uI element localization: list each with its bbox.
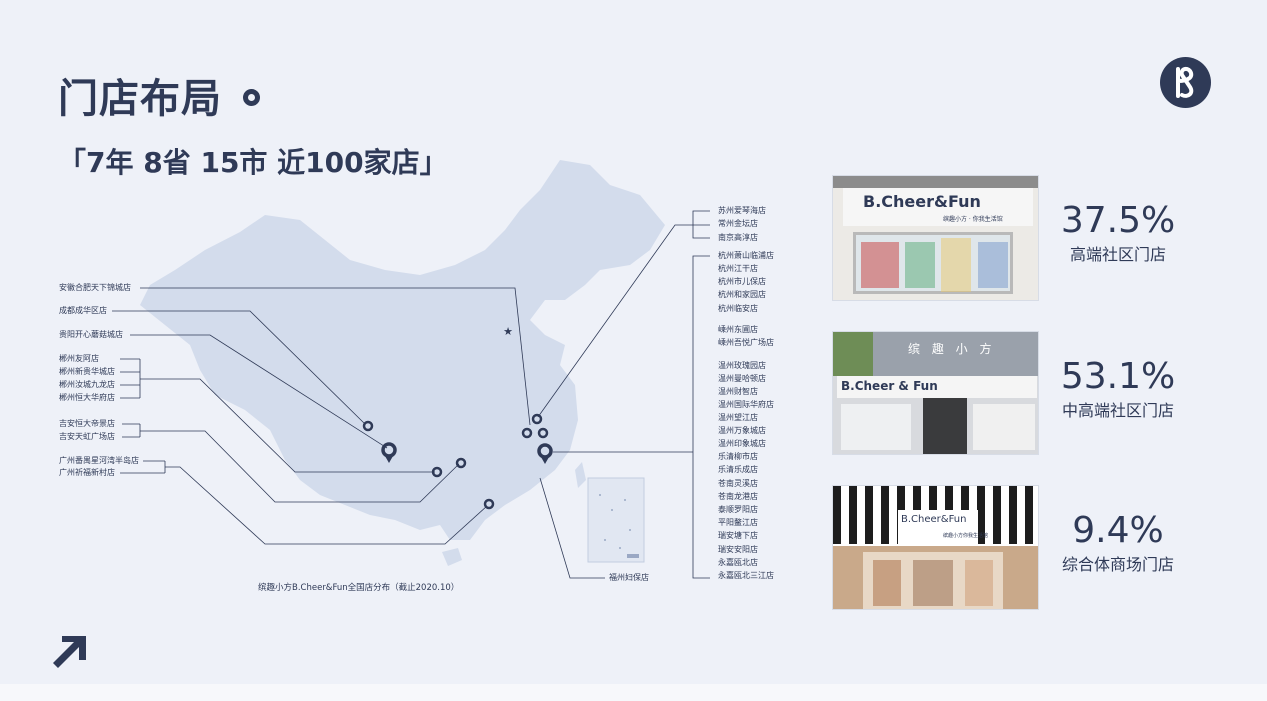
store-label: 温州印象城店 <box>718 439 766 448</box>
store-label: 嵊州吾悦广场店 <box>718 338 774 347</box>
store-label: 杭州萧山临浦店 <box>718 251 774 260</box>
store-label: 温州玫瑰园店 <box>718 361 766 370</box>
south-sea-inset <box>587 477 645 563</box>
map-pin-icon <box>455 457 467 469</box>
stat-percent: 9.4% <box>1072 510 1164 551</box>
stat-label: 高端社区门店 <box>1069 245 1166 264</box>
stat-mall: 9.4% 综合体商场门店 <box>1038 511 1198 575</box>
store-label: 广州祈福新村店 <box>59 468 115 477</box>
store-label: 常州金坛店 <box>718 219 758 228</box>
store-sign-sub: 缤趣小方 · 你我生活馆 <box>943 216 1003 223</box>
arrow-up-right-icon <box>53 636 86 668</box>
store-label: 乐清柳市店 <box>718 452 758 461</box>
b-logo-icon <box>1160 57 1211 108</box>
inset-store-label: 福州妇保店 <box>609 573 649 582</box>
store-sign: B.Cheer&Fun <box>863 192 981 211</box>
store-sign: B.Cheer & Fun <box>841 379 938 393</box>
store-label: 嵊州东圃店 <box>718 325 758 334</box>
stat-percent: 53.1% <box>1060 356 1176 397</box>
store-label: 瑞安安阳店 <box>718 545 758 554</box>
stat-percent: 37.5% <box>1060 200 1176 241</box>
store-label: 温州国际华府店 <box>718 400 774 409</box>
store-label: 泰顺罗阳店 <box>718 505 758 514</box>
store-label: 瑞安塘下店 <box>718 531 758 540</box>
store-label: 永嘉瓯北店 <box>718 558 758 567</box>
china-mainland-shape <box>140 160 665 540</box>
store-label: 郴州友阿店 <box>59 354 99 363</box>
store-label: 郴州汝城九龙店 <box>59 380 115 389</box>
store-label: 广州番禺星河湾半岛店 <box>59 456 139 465</box>
store-label: 苏州爱琴海店 <box>718 206 766 215</box>
map-pin-icon <box>483 498 495 510</box>
store-label: 杭州市儿保店 <box>718 277 766 286</box>
store-sign-top: 缤 趣 小 方 <box>908 342 996 356</box>
map-caption: 缤趣小方B.Cheer&Fun全国店分布（截止2020.10） <box>258 583 460 593</box>
store-label: 苍南龙港店 <box>718 492 758 501</box>
hainan-shape <box>442 548 462 566</box>
store-label: 温州财智店 <box>718 387 758 396</box>
map-pin-icon <box>537 427 549 439</box>
store-photo-3: B.Cheer&Fun 缤趣小方你我生活馆 <box>832 485 1039 610</box>
store-label: 南京高淳店 <box>718 233 758 242</box>
store-label: 永嘉瓯北三江店 <box>718 571 774 580</box>
stat-label: 中高端社区门店 <box>1061 401 1174 420</box>
page-title: 门店布局 <box>58 76 222 122</box>
store-sign-sub: 缤趣小方你我生活馆 <box>943 533 989 539</box>
store-label: 吉安天虹广场店 <box>59 432 115 441</box>
store-label: 苍南灵溪店 <box>718 479 758 488</box>
taiwan-shape <box>575 462 586 488</box>
store-label: 安徽合肥天下锦城店 <box>59 283 131 292</box>
map-pin-icon <box>362 420 374 432</box>
stat-high-end: 37.5% 高端社区门店 <box>1038 201 1198 265</box>
store-label: 温州望江店 <box>718 413 758 422</box>
store-label: 杭州和家园店 <box>718 290 766 299</box>
store-label: 温州曼哈顿店 <box>718 374 766 383</box>
store-photo-2: 缤 趣 小 方 B.Cheer & Fun <box>832 331 1039 455</box>
stat-mid-high-end: 53.1% 中高端社区门店 <box>1038 357 1198 421</box>
map-pin-icon <box>531 413 543 425</box>
store-label: 杭州临安店 <box>718 304 758 313</box>
store-label: 平阳鳌江店 <box>718 518 758 527</box>
map-pin-icon <box>521 427 533 439</box>
page-subtitle: 「7年 8省 15市 近100家店」 <box>58 146 448 179</box>
store-label: 郴州恒大华府店 <box>59 393 115 402</box>
bottom-strip <box>0 684 1267 701</box>
store-label: 贵阳开心蘑菇城店 <box>59 330 123 339</box>
store-label: 吉安恒大帝景店 <box>59 419 115 428</box>
star-icon: ★ <box>503 325 513 338</box>
store-label: 郴州新贵华城店 <box>59 367 115 376</box>
store-sign: B.Cheer&Fun <box>901 514 967 525</box>
store-label: 成都成华区店 <box>59 306 107 315</box>
store-label: 温州万象城店 <box>718 426 766 435</box>
store-label: 杭州江干店 <box>718 264 758 273</box>
stat-label: 综合体商场门店 <box>1061 555 1174 574</box>
china-map: ★ <box>112 160 710 579</box>
title-dot-icon <box>243 89 260 106</box>
store-photo-1: B.Cheer&Fun 缤趣小方 · 你我生活馆 <box>832 175 1039 301</box>
store-label: 乐清乐成店 <box>718 465 758 474</box>
